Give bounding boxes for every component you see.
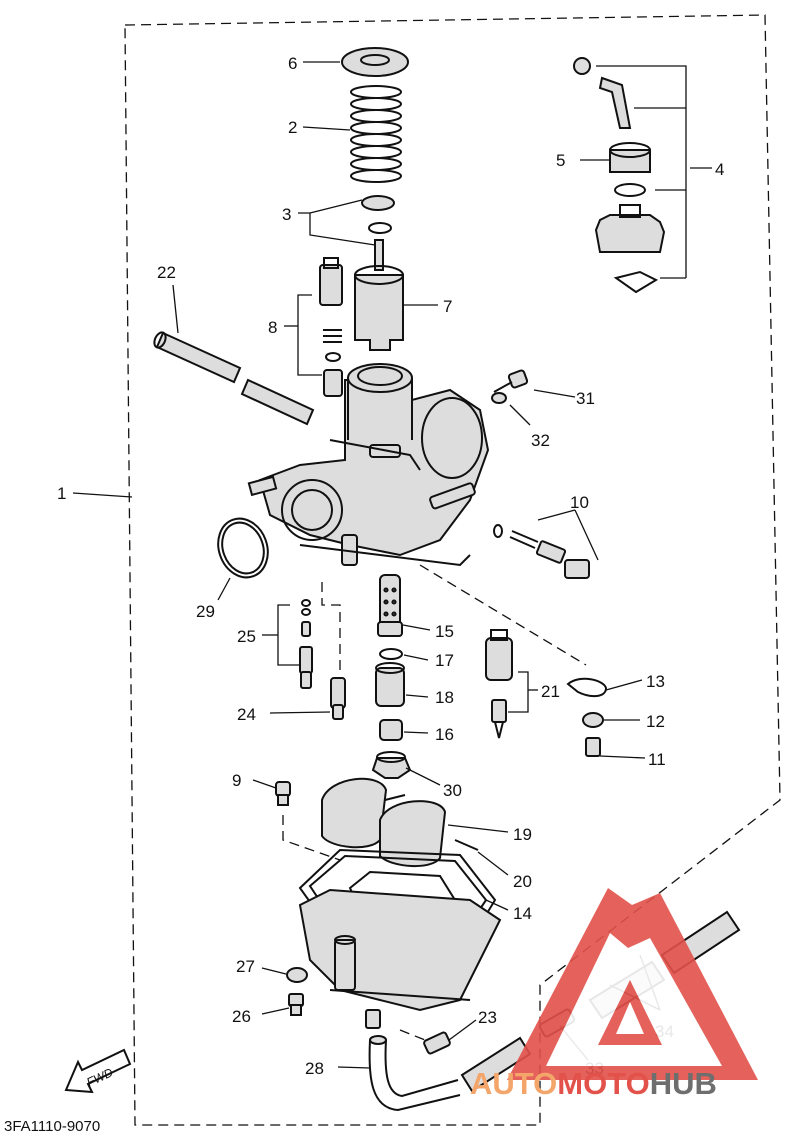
throttle-spring <box>350 85 402 183</box>
part-number: 19 <box>513 825 532 844</box>
part-number: 25 <box>237 627 256 646</box>
throttle-valve <box>354 239 404 351</box>
idle-screw-set <box>277 599 313 689</box>
hose-clip-parts <box>566 677 608 757</box>
part-number: 14 <box>513 904 532 923</box>
forward-arrow <box>64 1048 132 1094</box>
part-number: 6 <box>288 54 297 73</box>
part-number: 1 <box>57 484 66 503</box>
seal-washer <box>341 47 409 77</box>
drain-screw <box>399 1029 451 1055</box>
part-number: 22 <box>157 263 176 282</box>
part-number: 10 <box>570 493 589 512</box>
o-ring <box>217 517 269 579</box>
watermark-logo <box>507 888 758 1080</box>
part-number: 2 <box>288 118 297 137</box>
part-number: 29 <box>196 602 215 621</box>
part-number: 11 <box>648 750 666 769</box>
fwd-label: FWD <box>84 1065 115 1089</box>
part-number: 30 <box>443 781 462 800</box>
part-number: 21 <box>541 682 560 701</box>
diagram-code: 3FA1110-9070 <box>4 1118 100 1135</box>
watermark-text-auto: AUTO <box>470 1066 557 1101</box>
part-number: 18 <box>435 688 454 707</box>
part-drawings <box>64 47 741 1112</box>
part-number: 8 <box>268 318 277 337</box>
float-needle-set <box>419 564 587 739</box>
part-number: 26 <box>232 1007 251 1026</box>
part-number: 16 <box>435 725 454 744</box>
part-number: 27 <box>236 957 255 976</box>
throttle-stop-screw <box>493 509 599 579</box>
watermark-text-moto: MOTO <box>557 1066 649 1101</box>
part-number: 9 <box>232 771 241 790</box>
part-number: 4 <box>715 160 724 179</box>
vent-pipes <box>153 331 315 426</box>
part-number: 5 <box>556 151 565 170</box>
float-bowl <box>298 888 502 1029</box>
part-number: 32 <box>531 431 550 450</box>
screw-pair-top <box>491 369 529 404</box>
part-number: 3 <box>282 205 291 224</box>
float-assembly <box>321 777 479 868</box>
float-pin-screw <box>275 781 341 861</box>
mixing-chamber-cap <box>573 57 687 294</box>
jet-stack <box>371 574 412 779</box>
svg-text:AUTOMOTOHUB: AUTOMOTOHUB <box>470 1066 717 1101</box>
drain-hose <box>368 1035 461 1112</box>
part-number: 12 <box>646 712 665 731</box>
bowl-screws <box>286 967 308 1016</box>
pilot-screw-set <box>297 257 343 397</box>
part-number: 15 <box>435 622 454 641</box>
part-number: 7 <box>443 297 452 316</box>
watermark-text: AUTOMOTOHUB <box>470 1066 717 1101</box>
part-number: 20 <box>513 872 532 891</box>
watermark-text-hub: HUB <box>650 1066 717 1101</box>
part-number: 31 <box>576 389 595 408</box>
part-number: 23 <box>478 1008 497 1027</box>
part-number: 17 <box>435 651 454 670</box>
needle-clip <box>361 195 395 234</box>
part-number: 24 <box>237 705 256 724</box>
part-number: 28 <box>305 1059 324 1078</box>
part-number: 13 <box>646 672 665 691</box>
assembly-boundary <box>124 14 781 1126</box>
carburetor-body <box>247 363 490 567</box>
pilot-jet <box>321 582 346 720</box>
